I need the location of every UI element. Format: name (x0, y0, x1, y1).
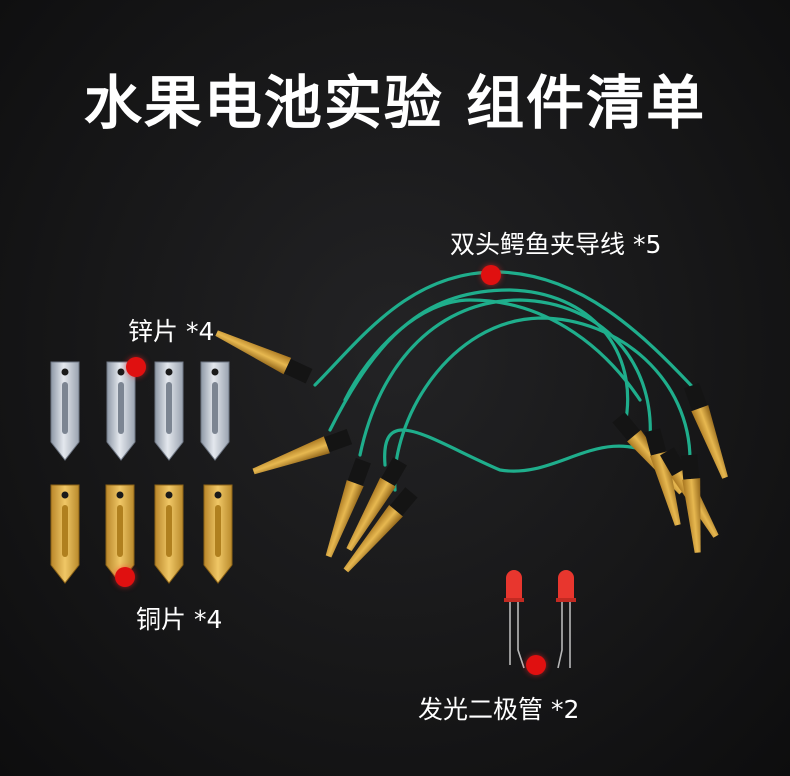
marker-dot-led (526, 655, 546, 675)
zinc-plate (200, 361, 230, 461)
led (556, 570, 576, 669)
led-label: 发光二极管 *2 (418, 695, 580, 724)
left-clips (215, 330, 418, 573)
copper-label: 铜片 *4 (136, 605, 223, 634)
alligator-wires (313, 270, 702, 492)
marker-dot-wires (481, 265, 501, 285)
right-clips (612, 382, 728, 553)
zinc-plates (50, 361, 230, 461)
copper-plates (50, 484, 233, 584)
zinc-plate (50, 361, 80, 461)
zinc-plate (106, 361, 136, 461)
copper-plate (154, 484, 184, 584)
zinc-plate (154, 361, 184, 461)
copper-plate (50, 484, 80, 584)
copper-plate (203, 484, 233, 584)
marker-dot-copper (115, 567, 135, 587)
page-title: 水果电池实验 组件清单 (83, 69, 707, 137)
led (504, 570, 525, 669)
leds (504, 570, 576, 669)
wires-label: 双头鳄鱼夹导线 *5 (450, 230, 662, 259)
zinc-label: 锌片 *4 (128, 317, 215, 346)
marker-dot-zinc (126, 357, 146, 377)
